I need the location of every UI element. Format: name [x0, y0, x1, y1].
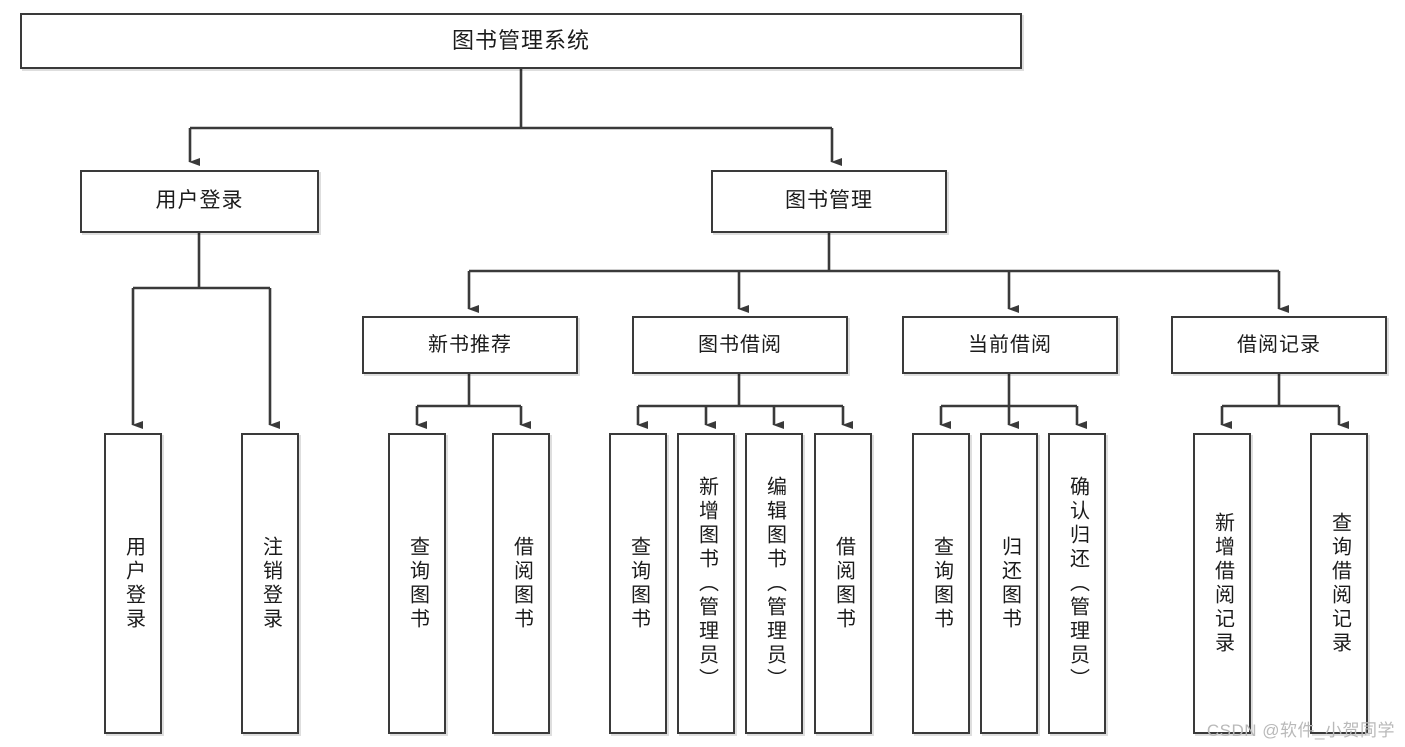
node-label: 借阅图书	[832, 535, 855, 632]
node-label: 用户登录	[155, 189, 244, 213]
node-leaf-add-book-admin[interactable]: 新增图书（管理员）	[677, 433, 735, 734]
node-label: 借阅记录	[1237, 333, 1321, 356]
node-book-borrow[interactable]: 图书借阅	[632, 316, 848, 374]
node-leaf-edit-book-admin[interactable]: 编辑图书（管理员）	[745, 433, 803, 734]
node-label: 图书借阅	[698, 333, 782, 356]
node-leaf-query-book-current[interactable]: 查询图书	[912, 433, 970, 734]
node-label: 确认归还（管理员）	[1066, 475, 1089, 692]
node-leaf-return-book[interactable]: 归还图书	[980, 433, 1038, 734]
node-label: 图书管理	[785, 189, 873, 213]
node-leaf-logout[interactable]: 注销登录	[241, 433, 299, 734]
node-root-book-management-system[interactable]: 图书管理系统	[20, 13, 1022, 69]
node-label: 图书管理系统	[451, 28, 590, 54]
node-label: 用户登录	[122, 535, 145, 632]
node-label: 编辑图书（管理员）	[763, 475, 786, 692]
node-leaf-borrow-book[interactable]: 借阅图书	[814, 433, 872, 734]
node-label: 归还图书	[998, 535, 1021, 632]
node-leaf-query-book-newbook[interactable]: 查询图书	[388, 433, 446, 734]
node-leaf-borrow-book-newbook[interactable]: 借阅图书	[492, 433, 550, 734]
node-leaf-user-login[interactable]: 用户登录	[104, 433, 162, 734]
node-borrow-records[interactable]: 借阅记录	[1171, 316, 1387, 374]
node-label: 新增借阅记录	[1211, 511, 1234, 656]
node-leaf-query-book-borrow[interactable]: 查询图书	[609, 433, 667, 734]
node-new-book-recommend[interactable]: 新书推荐	[362, 316, 578, 374]
node-label: 新增图书（管理员）	[695, 475, 718, 692]
node-label: 查询借阅记录	[1328, 511, 1351, 656]
node-label: 新书推荐	[428, 333, 512, 356]
csdn-watermark: CSDN @软件_小贺同学	[1206, 721, 1395, 740]
node-current-borrow[interactable]: 当前借阅	[902, 316, 1118, 374]
node-leaf-confirm-return-admin[interactable]: 确认归还（管理员）	[1048, 433, 1106, 734]
node-label: 查询图书	[930, 535, 953, 632]
node-book-management[interactable]: 图书管理	[711, 170, 947, 233]
node-label: 借阅图书	[510, 535, 533, 632]
node-leaf-query-borrow-record[interactable]: 查询借阅记录	[1310, 433, 1368, 734]
node-label: 注销登录	[259, 535, 282, 632]
node-leaf-add-borrow-record[interactable]: 新增借阅记录	[1193, 433, 1251, 734]
node-label: 查询图书	[406, 535, 429, 632]
node-label: 当前借阅	[968, 333, 1052, 356]
node-user-login[interactable]: 用户登录	[80, 170, 319, 233]
node-label: 查询图书	[627, 535, 650, 632]
